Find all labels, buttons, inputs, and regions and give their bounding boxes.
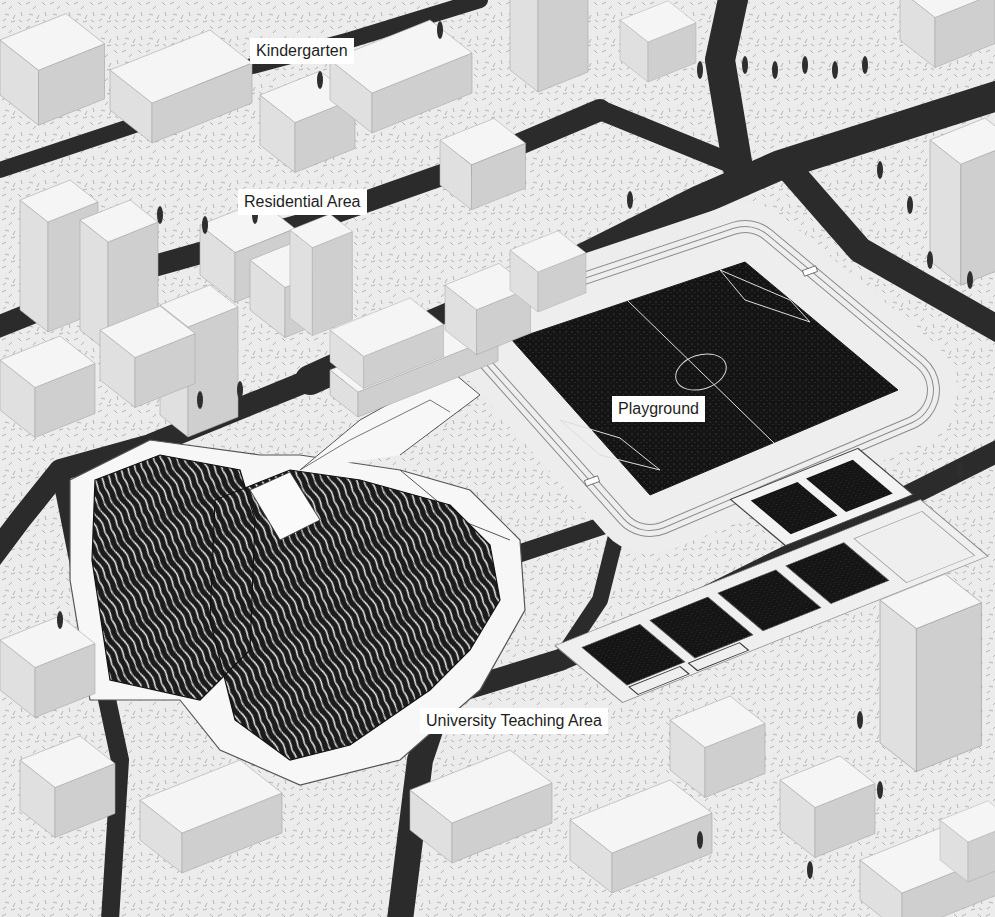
area-label: Playground xyxy=(618,400,699,417)
map-ellipse xyxy=(157,206,163,224)
map-use xyxy=(880,574,981,772)
map-use xyxy=(570,780,712,893)
map-use xyxy=(20,736,115,838)
map-ellipse xyxy=(832,61,838,79)
map-ellipse xyxy=(437,21,443,39)
fenced-courts xyxy=(731,448,914,545)
map-ellipse xyxy=(877,781,883,799)
map-ellipse xyxy=(57,611,63,629)
map-path xyxy=(600,110,760,175)
map-ellipse xyxy=(967,271,973,289)
map-use xyxy=(110,30,252,143)
map-ellipse xyxy=(627,191,633,209)
map-path xyxy=(250,472,320,540)
map-ellipse xyxy=(202,216,208,234)
map-use xyxy=(930,118,995,285)
map-use xyxy=(440,118,526,209)
map-ellipse xyxy=(807,861,813,879)
map-rect xyxy=(584,476,599,486)
map-ellipse xyxy=(957,461,963,479)
map-rect xyxy=(854,511,975,582)
map-use xyxy=(0,336,95,438)
map-ellipse xyxy=(907,196,913,214)
map-rect xyxy=(802,266,817,276)
map-ellipse xyxy=(857,711,863,729)
map-polygon xyxy=(92,455,255,700)
map-polygon xyxy=(720,270,810,322)
map-ellipse xyxy=(862,56,868,74)
map-use xyxy=(100,306,195,408)
map-g xyxy=(560,270,810,470)
map-use xyxy=(510,231,586,312)
area-label: University Teaching Area xyxy=(426,712,602,729)
cypress-trees xyxy=(57,21,973,879)
map-ellipse xyxy=(697,61,703,79)
map-rect xyxy=(629,666,689,694)
map-ellipse xyxy=(742,56,748,74)
area-label: Kindergarten xyxy=(256,42,348,59)
map-rect xyxy=(689,643,749,671)
map-use xyxy=(940,801,995,882)
map-use xyxy=(140,760,282,873)
map-use xyxy=(620,1,696,82)
map-ellipse xyxy=(671,348,731,396)
map-ellipse xyxy=(927,251,933,269)
area-label: Residential Area xyxy=(244,193,361,210)
map-rect xyxy=(731,448,914,545)
map-ellipse xyxy=(877,161,883,179)
map-use xyxy=(510,0,588,92)
map-use xyxy=(0,14,105,126)
map-ellipse xyxy=(697,831,703,849)
area-label-box: Residential Area xyxy=(238,189,367,215)
map-use xyxy=(0,616,95,718)
map-use xyxy=(330,298,444,388)
map-ellipse xyxy=(772,61,778,79)
map-use xyxy=(290,214,352,336)
map-use xyxy=(780,756,875,858)
map-use xyxy=(330,20,472,133)
map-ellipse xyxy=(197,391,203,409)
map-use xyxy=(670,696,765,798)
map-rect xyxy=(786,543,889,604)
map-ellipse xyxy=(237,381,243,399)
map-ellipse xyxy=(317,71,323,89)
map-polygon xyxy=(560,420,660,470)
map-use xyxy=(900,0,995,68)
map-use xyxy=(410,750,552,863)
area-label-box: Playground xyxy=(612,396,705,422)
map-ellipse xyxy=(802,56,808,74)
area-label-box: University Teaching Area xyxy=(420,708,608,734)
map-rect xyxy=(806,460,893,512)
area-label-box: Kindergarten xyxy=(250,38,354,64)
